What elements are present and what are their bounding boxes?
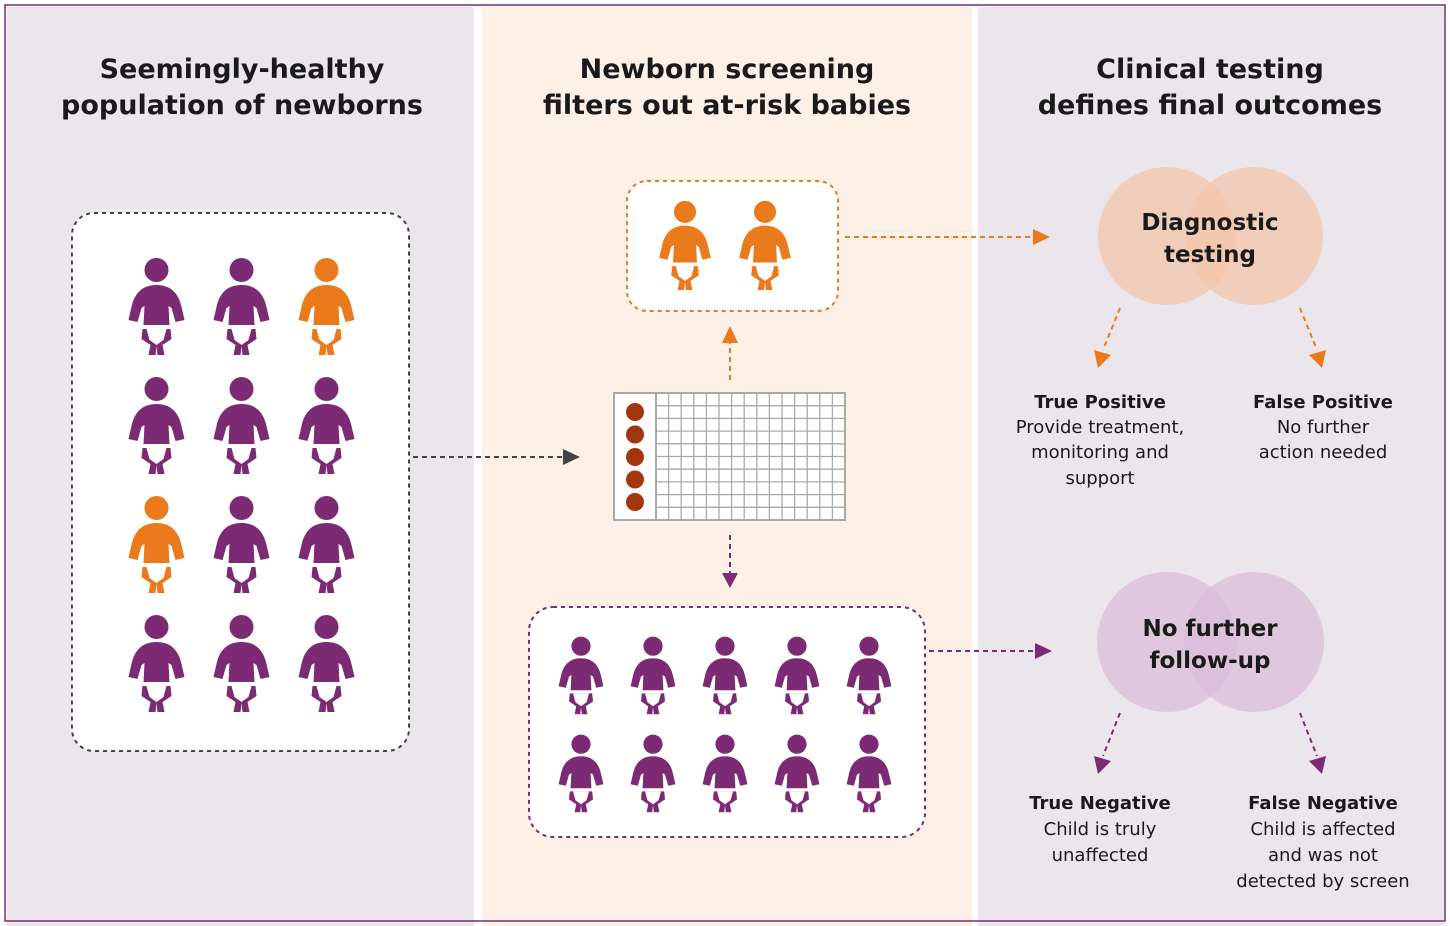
arrow-followup-to-true-negative bbox=[1094, 712, 1121, 774]
panel-clinical bbox=[978, 7, 1444, 926]
column-title-screening-line2: filters out at-risk babies bbox=[543, 90, 911, 121]
column-title-population-line2: population of newborns bbox=[61, 90, 423, 121]
blood-spot bbox=[626, 493, 644, 511]
arrow-plate-to-positive bbox=[722, 326, 738, 380]
outcome-line: detected by screen bbox=[1236, 871, 1409, 892]
outcome-line: support bbox=[1065, 468, 1134, 489]
figure-border bbox=[4, 4, 1446, 922]
outcome-false-positive: False Positive No further action needed bbox=[1253, 392, 1393, 463]
arrow-plate-to-negative bbox=[722, 535, 738, 588]
outcome-title: False Negative bbox=[1248, 793, 1398, 814]
outcome-line: unaffected bbox=[1052, 845, 1149, 866]
outcome-true-negative: True Negative Child is truly unaffected bbox=[1029, 793, 1171, 866]
dried-blood-spot-plate-icon bbox=[613, 392, 846, 521]
diagnostic-label: Diagnostic bbox=[1141, 210, 1278, 236]
outcome-title: True Positive bbox=[1034, 392, 1166, 413]
blood-spot bbox=[626, 448, 644, 466]
diagnostic-label-line2: testing bbox=[1164, 242, 1256, 268]
blood-spot bbox=[626, 470, 644, 489]
column-title-clinical: Clinical testing bbox=[1096, 54, 1324, 85]
outcome-line: Child is affected bbox=[1250, 819, 1395, 840]
outcome-line: Provide treatment, bbox=[1016, 417, 1184, 438]
screen-positive-card bbox=[626, 180, 839, 312]
outcome-line: No further bbox=[1277, 417, 1370, 438]
arrow-positive-to-diagnostic bbox=[845, 229, 1050, 245]
diagnostic-testing-venn: Diagnostic testing bbox=[1098, 167, 1323, 305]
arrow-diagnostic-to-false-positive bbox=[1299, 307, 1326, 368]
blood-spot bbox=[626, 425, 644, 444]
outcome-line: and was not bbox=[1268, 845, 1378, 866]
screen-negative-card bbox=[528, 606, 926, 838]
outcome-line: Child is truly bbox=[1044, 819, 1157, 840]
column-title-population: Seemingly-healthy bbox=[100, 54, 385, 85]
no-followup-label-line2: follow-up bbox=[1149, 648, 1270, 674]
outcome-title: True Negative bbox=[1029, 793, 1171, 814]
arrow-negative-to-no-followup bbox=[929, 643, 1052, 659]
arrow-population-to-screening bbox=[413, 449, 580, 465]
column-title-screening: Newborn screening bbox=[580, 54, 875, 85]
arrow-diagnostic-to-true-positive bbox=[1094, 307, 1121, 368]
outcome-true-positive: True Positive Provide treatment, monitor… bbox=[1016, 392, 1184, 489]
arrow-followup-to-false-negative bbox=[1299, 712, 1326, 774]
outcome-false-negative: False Negative Child is affected and was… bbox=[1236, 793, 1409, 892]
outcome-title: False Positive bbox=[1253, 392, 1393, 413]
column-title-clinical-line2: defines final outcomes bbox=[1038, 90, 1383, 121]
no-followup-venn: No further follow-up bbox=[1097, 572, 1324, 712]
outcome-line: monitoring and bbox=[1031, 442, 1169, 463]
blood-spot bbox=[626, 403, 644, 421]
outcome-line: action needed bbox=[1259, 442, 1388, 463]
no-followup-label: No further bbox=[1142, 616, 1278, 642]
